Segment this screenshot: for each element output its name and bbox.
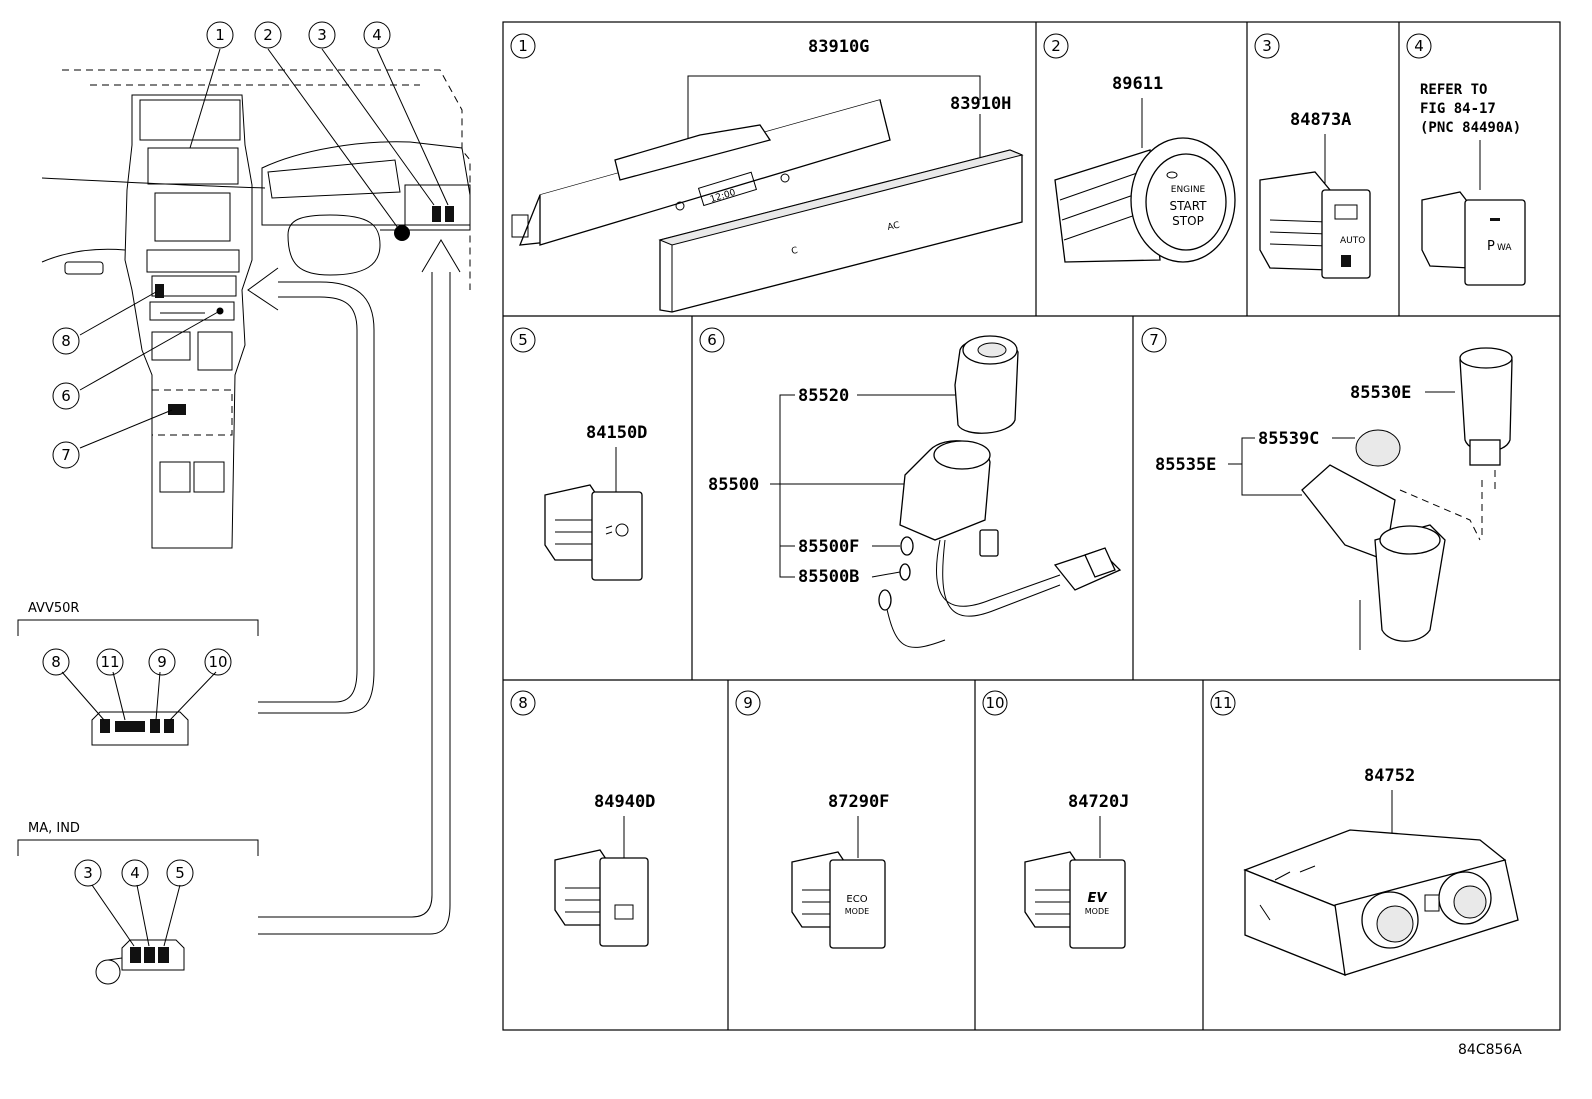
- button-text-ev: EV: [1088, 891, 1108, 906]
- svg-text:4: 4: [130, 864, 140, 882]
- panel-number: 3: [1262, 37, 1272, 55]
- panel-4-reference: 4 REFER TO FIG 84-17 (PNC 84490A) P WA: [1406, 33, 1526, 286]
- reference-note-line-2: FIG 84-17: [1420, 101, 1496, 117]
- reference-note-line-1: REFER TO: [1420, 82, 1487, 98]
- svg-text:7: 7: [61, 446, 71, 464]
- part-number-85530e: 85530E: [1350, 383, 1411, 403]
- panel-9-eco-mode-switch: 9 87290F ECO MODE: [735, 690, 889, 949]
- svg-text:1: 1: [215, 26, 225, 44]
- part-number-85500b: 85500B: [798, 567, 859, 587]
- button-text-mode: MODE: [845, 907, 869, 916]
- part-number-84720j: 84720J: [1068, 792, 1129, 812]
- button-text-stop: STOP: [1172, 214, 1204, 228]
- panel-number: 1: [518, 37, 528, 55]
- button-text-engine: ENGINE: [1171, 185, 1206, 195]
- panel-number: 11: [1213, 694, 1232, 712]
- part-number-85535e: 85535E: [1155, 455, 1216, 475]
- svg-text:10: 10: [208, 653, 227, 671]
- panel-8-switch: 8 84940D: [510, 690, 655, 947]
- svg-text:WA: WA: [1497, 243, 1512, 253]
- callout-10: 10: [204, 648, 232, 676]
- callout-4: 4: [363, 21, 391, 49]
- svg-text:AVV50R: AVV50R: [28, 601, 79, 616]
- svg-text:8: 8: [61, 332, 71, 350]
- part-number-85500: 85500: [708, 475, 759, 495]
- svg-text:AUTO: AUTO: [1340, 236, 1365, 246]
- svg-text:C: C: [791, 246, 799, 257]
- variant-avv50r: AVV50R 8 11 9 10: [17, 601, 259, 746]
- part-number-83910h: 83910H: [950, 94, 1011, 114]
- svg-text:9: 9: [157, 653, 167, 671]
- panel-7-power-outlet: 7 85530E 85539C 85535E: [1141, 327, 1513, 650]
- figure-code: 84C856A: [1458, 1042, 1522, 1058]
- callout-5: 5: [166, 859, 194, 887]
- panel-5-fog-lamp-switch: 5 84150D: [510, 327, 647, 581]
- panel-number: 9: [743, 694, 753, 712]
- callout-3: 3: [74, 859, 102, 887]
- reference-note-line-3: (PNC 84490A): [1420, 120, 1521, 136]
- svg-text:P: P: [1487, 239, 1495, 254]
- vehicle-interior-view: 1 2 3 4 8 6 7: [41, 21, 471, 935]
- part-number-87290f: 87290F: [828, 792, 889, 812]
- part-number-84752: 84752: [1364, 766, 1415, 786]
- svg-text:MA, IND: MA, IND: [28, 821, 80, 836]
- panel-number: 2: [1051, 37, 1061, 55]
- svg-text:3: 3: [317, 26, 327, 44]
- parts-grid: [502, 21, 1561, 1031]
- callout-4: 4: [121, 859, 149, 887]
- part-number-84940d: 84940D: [594, 792, 655, 812]
- part-number-85500f: 85500F: [798, 537, 859, 557]
- part-number-85520: 85520: [798, 386, 849, 406]
- callout-7: 7: [52, 441, 80, 469]
- svg-text:3: 3: [83, 864, 93, 882]
- svg-text:8: 8: [51, 653, 61, 671]
- svg-text:5: 5: [175, 864, 185, 882]
- panel-number: 6: [707, 331, 717, 349]
- callout-3: 3: [308, 21, 336, 49]
- panel-3-switch: 3 84873A AUTO: [1254, 33, 1371, 279]
- panel-1-climate-control-panels: 1 83910G 83910H 12:00 C AC: [510, 33, 1024, 313]
- button-text-eco: ECO: [846, 894, 867, 905]
- panel-number: 5: [518, 331, 528, 349]
- panel-10-ev-mode-switch: 10 84720J EV MODE: [982, 690, 1129, 949]
- callout-8: 8: [42, 648, 70, 676]
- svg-text:4: 4: [372, 26, 382, 44]
- part-number-85539c: 85539C: [1258, 429, 1319, 449]
- panel-2-push-start-switch: 2 89611 ENGINE START STOP: [1043, 33, 1236, 263]
- part-number-84150d: 84150D: [586, 423, 647, 443]
- callout-6: 6: [52, 382, 80, 410]
- panel-number: 8: [518, 694, 528, 712]
- button-text-mode: MODE: [1085, 907, 1109, 916]
- svg-text:AC: AC: [887, 221, 901, 233]
- callout-9: 9: [148, 648, 176, 676]
- panel-11-rear-climate-control: 11 84752: [1210, 690, 1519, 976]
- variant-ma-ind: MA, IND 3 4 5: [17, 821, 259, 985]
- button-text-start: START: [1169, 199, 1207, 213]
- panel-number: 4: [1414, 37, 1424, 55]
- panel-number: 10: [985, 694, 1004, 712]
- callout-8: 8: [52, 327, 80, 355]
- svg-text:2: 2: [263, 26, 273, 44]
- part-number-84873a: 84873A: [1290, 110, 1351, 130]
- panel-number: 7: [1149, 331, 1159, 349]
- callout-1: 1: [206, 21, 234, 49]
- callout-2: 2: [254, 21, 282, 49]
- svg-text:6: 6: [61, 387, 71, 405]
- part-number-89611: 89611: [1112, 74, 1163, 94]
- part-number-83910g: 83910G: [808, 37, 869, 57]
- callout-11: 11: [96, 648, 124, 676]
- panel-6-cigarette-lighter: 6 85520 85500 85500F 85500B: [699, 327, 1122, 648]
- svg-text:11: 11: [100, 653, 119, 671]
